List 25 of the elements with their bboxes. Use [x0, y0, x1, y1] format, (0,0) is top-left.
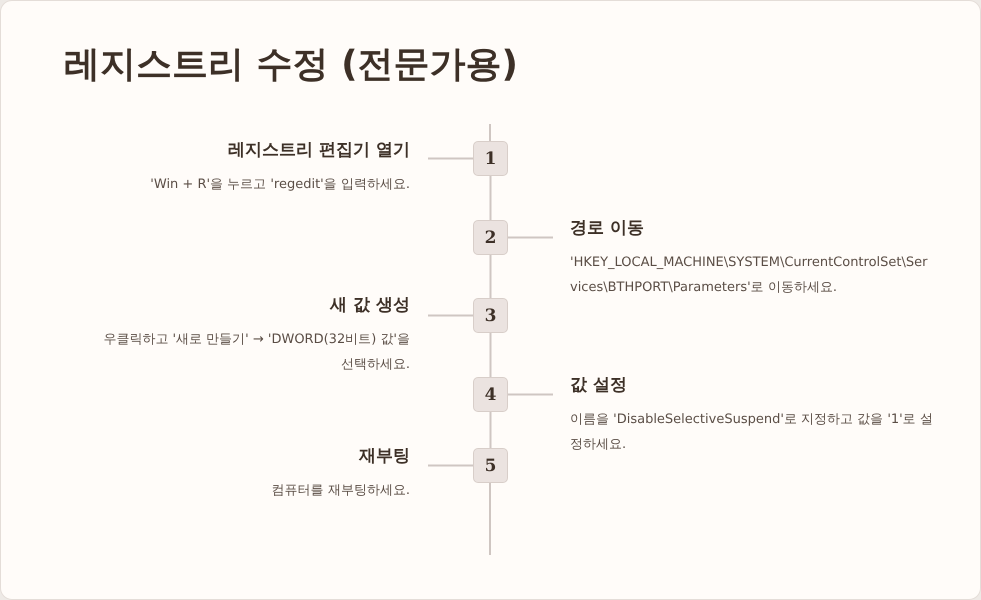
step-number-badge: 2 — [473, 220, 508, 255]
title: 레지스트리 수정 (전문가용) — [64, 43, 518, 87]
step-heading: 새 값 생성 — [328, 294, 410, 317]
step-description: 이름을 'DisableSelectiveSuspend'로 지정하고 값을 '1'로 설정하세요. — [570, 411, 933, 454]
step-heading: 재부팅 — [358, 445, 410, 468]
connector-line — [428, 158, 473, 160]
step-description: 'Win + R'을 누르고 'regedit'을 입력하세요. — [149, 176, 410, 194]
step-description: 컴퓨터를 재부팅하세요. — [270, 482, 410, 500]
step-number-badge: 1 — [473, 141, 508, 176]
connector-line — [508, 236, 553, 238]
connector-line — [428, 314, 473, 316]
timeline-line — [490, 255, 492, 298]
step-number-badge: 5 — [473, 448, 508, 483]
step-number-badge: 4 — [473, 377, 508, 412]
timeline-line — [490, 333, 492, 377]
step-number-badge: 3 — [473, 298, 508, 333]
step-description: 우클릭하고 '새로 만들기' → 'DWORD(32비트) 값'을 선택하세요. — [102, 331, 410, 374]
connector-line — [428, 464, 473, 466]
step-heading: 값 설정 — [570, 374, 628, 397]
timeline-line — [490, 176, 492, 220]
connector-line — [508, 394, 553, 396]
step-heading: 레지스트리 편집기 열기 — [227, 139, 410, 162]
timeline-line — [490, 412, 492, 448]
step-heading: 경로 이동 — [570, 217, 645, 240]
step-description: 'HKEY_LOCAL_MACHINE\SYSTEM\CurrentControlSet\Services\BTHPORT\Parameters'로 이동하세요. — [570, 254, 928, 297]
